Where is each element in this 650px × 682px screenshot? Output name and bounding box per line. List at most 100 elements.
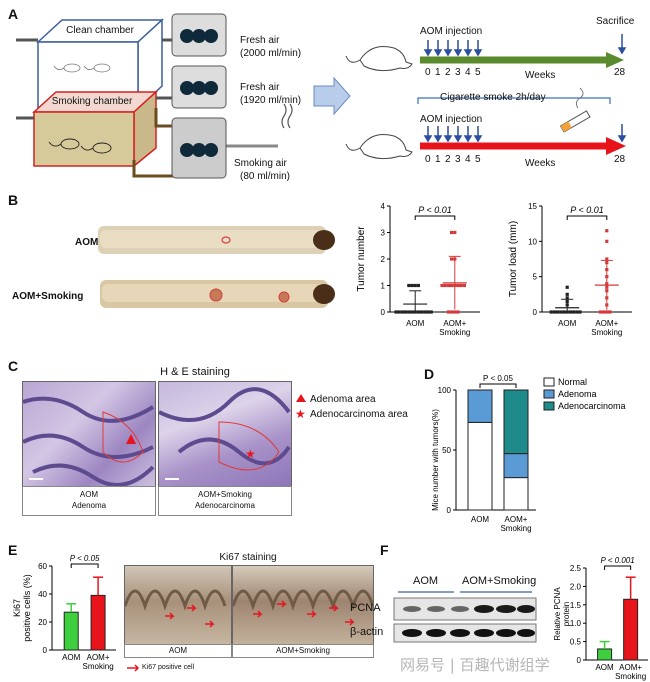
cigarette-icon	[559, 87, 591, 133]
colon-label-aom-smoking: AOM+Smoking	[12, 291, 84, 302]
panel-b-chart-1-ylabel: Tumor load (mm)	[508, 221, 519, 297]
panel-b-chart-0-point-0-11	[394, 310, 398, 314]
panel-d-bar-0-1	[467, 389, 493, 423]
panel-b-chart-0-point-0-7	[400, 310, 404, 314]
flow-meter-1	[171, 13, 227, 57]
smoke-icon	[281, 103, 287, 129]
panel-b-chart-0-sig-bracket	[414, 215, 456, 220]
panel-f-ytick-label-0: 0	[577, 656, 582, 665]
svg-text:★: ★	[245, 447, 256, 461]
panel-b-chart-0-point-1-11	[440, 283, 444, 288]
smoke-bracket	[417, 97, 611, 104]
flow-2-label: (1920 ml/min)	[240, 95, 302, 106]
panel-b-chart-0-point-0-2	[416, 310, 420, 314]
panel-b-chart-0-point-0-5	[404, 310, 408, 314]
panel-d-bar-1-0	[503, 477, 529, 511]
timeline-1-arrowhead	[606, 52, 624, 68]
he-caption-aom-smoking: AOM+Smoking Adenocarcinoma	[158, 486, 292, 516]
panel-f-ytick-label-4: 2.0	[570, 582, 582, 591]
western-blot	[393, 591, 537, 643]
panel-b-chart-0-point-1-2	[456, 310, 460, 314]
panel-b-chart-0-point-0-6	[423, 310, 427, 314]
mice-icon-smoking	[48, 138, 112, 154]
mice-icon-clean	[53, 63, 111, 73]
panel-d-ytick-label-1: 50	[442, 446, 451, 455]
panel-b-chart-0-point-0-12	[413, 283, 417, 288]
panel-b-chart-0-point-0-4	[420, 310, 424, 314]
aom-arrows-1	[423, 34, 627, 57]
panel-f-ytick-label-2: 1.0	[570, 619, 582, 628]
he-caption-aom-line1: AOM	[79, 490, 99, 499]
panel-b-chart-0-point-1-9	[443, 283, 447, 288]
he-caption-aom: AOM Adenoma	[22, 486, 156, 516]
panel-label-a: A	[8, 6, 19, 22]
panel-b-chart-1-point-0-2	[568, 310, 572, 314]
panel-d-legend-swatch-2	[543, 401, 555, 411]
he-image-aom-smoking: ★	[158, 381, 292, 487]
ki67-caption-aom-smoking: AOM+Smoking	[232, 644, 374, 658]
timeline-2-arrowhead	[606, 137, 626, 155]
weeks-label-1: Weeks	[525, 70, 556, 81]
panel-f-xlabel-0: AOM	[595, 663, 614, 672]
pcna-bands-strong	[474, 605, 535, 613]
panel-label-d: D	[424, 366, 435, 382]
flow-meter-2	[171, 65, 227, 109]
timeline-1-tick-0: 0	[425, 67, 431, 78]
timeline-2-tick-1: 1	[435, 154, 441, 165]
western-row-pcna: PCNA	[350, 602, 381, 614]
timeline-1-tick-4: 4	[465, 67, 471, 78]
he-caption-aom-line2: Adenoma	[71, 501, 107, 510]
panel-d-legend-label-1: Adenoma	[558, 389, 597, 399]
panel-b-chart-0-point-0-9	[397, 310, 401, 314]
panel-e-pvalue: P < 0.05	[70, 554, 100, 563]
timeline-2-tick-0: 0	[425, 154, 431, 165]
he-caption-aom-smoking-line1: AOM+Smoking	[197, 490, 253, 499]
panel-b-chart-0-point-0-1	[410, 310, 414, 314]
panel-label-f: F	[380, 542, 389, 558]
panel-d-bar-1-1	[503, 453, 529, 479]
panel-e-ytick-label-0: 0	[43, 646, 48, 655]
panel-f-ylabel: Relative PCNAprotein	[553, 587, 571, 641]
panel-b-chart-1-point-1-12	[605, 257, 609, 261]
panel-b-chart-1-point-1-13	[605, 239, 609, 243]
colon-aom	[98, 226, 335, 254]
panel-b-chart-1-xlabel-1: AOM+Smoking	[591, 319, 622, 337]
panel-b-chart-0-point-1-5	[450, 283, 454, 288]
panel-b-chart-1-xlabel-0: AOM	[558, 319, 577, 328]
panel-b-chart-0-ytick-label-0: 0	[381, 308, 386, 317]
panel-b-chart-0-point-0-15	[407, 283, 411, 288]
mouse-icon-t1	[345, 46, 413, 72]
timeline-2-tick-3: 3	[455, 154, 461, 165]
panel-f-ytick-label-5: 2.5	[570, 564, 582, 573]
panel-b-chart-1-ytick-label-1: 5	[533, 273, 538, 282]
timeline-2-tick-4: 4	[465, 154, 471, 165]
flow-arrow-icon	[313, 76, 351, 116]
panel-b-chart-1-point-0-1	[562, 310, 566, 314]
panel-b-chart-0-pvalue: P < 0.01	[418, 205, 451, 215]
panel-e-ytick-label-2: 40	[38, 590, 47, 599]
he-staining-title: H & E staining	[160, 366, 230, 378]
panel-f-bar-0	[597, 648, 613, 661]
panel-b-chart-1-point-0-12	[565, 296, 569, 300]
panel-f-ytick-label-3: 1.5	[570, 601, 582, 610]
panel-f-ytick-label-1: 0.5	[570, 638, 582, 647]
western-group-aom-smoking: AOM+Smoking	[462, 575, 537, 587]
panel-e-ytick-label-1: 20	[38, 618, 47, 627]
timeline-1-tick-3: 3	[455, 67, 461, 78]
timeline-1-end: 28	[614, 67, 626, 78]
panel-d-legend-swatch-1	[543, 389, 555, 399]
panel-e-bar-1	[90, 594, 106, 651]
smoking-chamber-label: Smoking chamber	[51, 96, 133, 107]
panel-b-chart-1-ytick-label-3: 15	[528, 202, 537, 211]
colon-label-aom: AOM	[75, 237, 99, 248]
panel-b-chart-1-point-0-9	[549, 310, 553, 314]
aom-arrows-2	[423, 124, 627, 143]
panel-b-chart-0-point-0-8	[426, 310, 430, 314]
western-row-actin: β-actin	[350, 626, 384, 638]
colon-photos	[98, 226, 335, 308]
panel-b-chart-1-point-0-5	[556, 310, 560, 314]
aom-injection-label-1: AOM injection	[420, 26, 483, 37]
panel-b-chart-1-pvalue: P < 0.01	[570, 205, 603, 215]
panel-b-chart-0-ylabel: Tumor number	[356, 226, 367, 292]
